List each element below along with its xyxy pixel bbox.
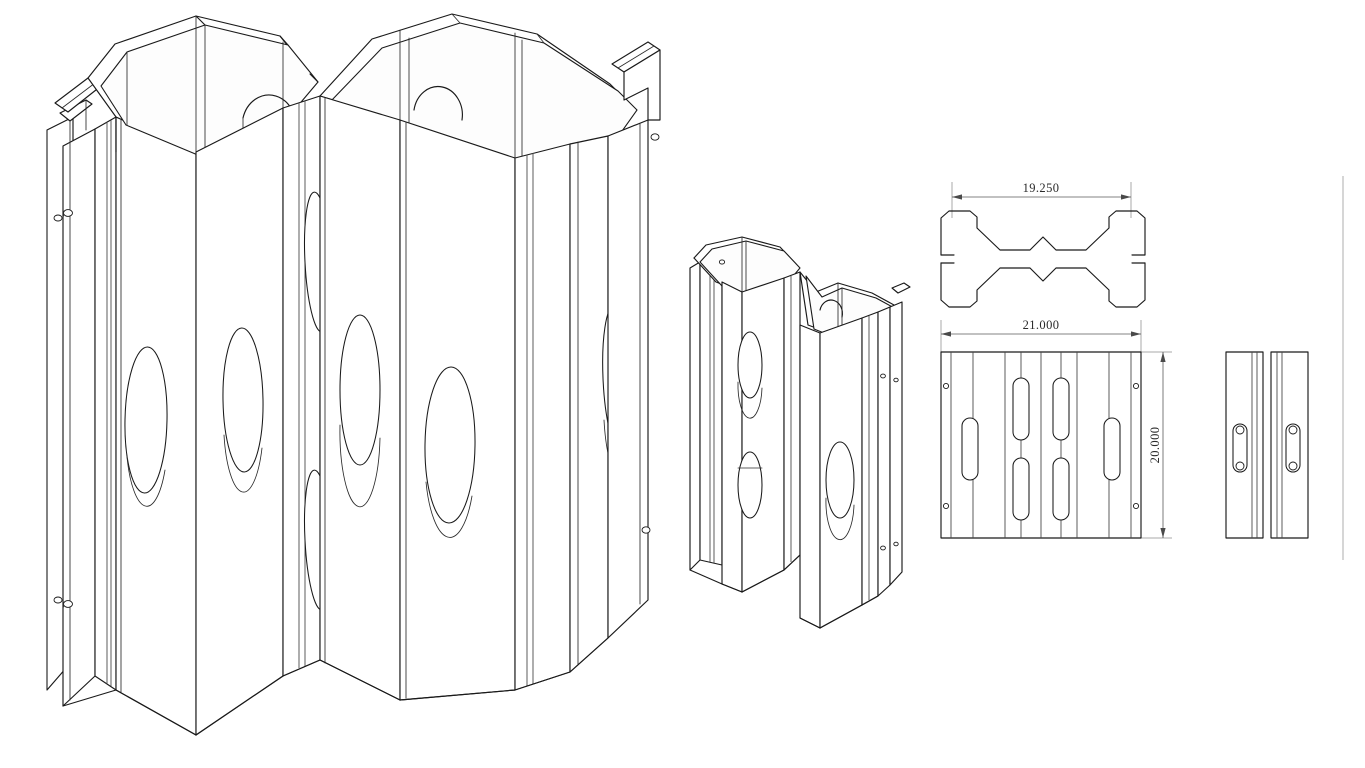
side-elevation-view — [1225, 176, 1344, 560]
plan-view: 19.250 — [940, 181, 1146, 308]
right-rear-flange — [607, 119, 660, 639]
sec-center-fold — [783, 271, 801, 571]
sec-panel-right-main — [819, 317, 863, 629]
dim-21000-label: 21.000 — [1023, 318, 1060, 332]
main-isometric-view — [46, 13, 661, 736]
sec-panel-left-main — [737, 277, 785, 593]
panel-left-narrow — [94, 116, 117, 691]
sec-right-rear-flange — [889, 282, 911, 586]
side-panel-left — [1225, 351, 1264, 539]
front-elevation-view: 21.000 20.000 — [940, 318, 1172, 539]
side-panel-right — [1270, 351, 1309, 539]
sec-bottom-edges — [689, 554, 879, 629]
sec-left-body — [699, 249, 723, 566]
profile-upper-half — [940, 210, 1146, 256]
panel-mid-right — [319, 95, 401, 701]
profile-lower-half — [940, 262, 1146, 308]
right-top-return — [611, 41, 661, 121]
sec-panel-left — [721, 281, 743, 593]
sec-right-flange — [877, 306, 891, 597]
panel-mid-left — [195, 107, 284, 736]
front-elevation-body — [940, 351, 1142, 539]
panel-right-fold — [514, 143, 571, 691]
sec-panel-right-a — [799, 324, 821, 629]
left-front-flange — [59, 99, 96, 707]
left-cell-inner-wall — [115, 41, 284, 153]
top-rim-right-cell — [319, 13, 638, 165]
inner-slot-arch-right — [413, 86, 463, 121]
dim-20000-label: 20.000 — [1148, 427, 1162, 464]
dim-20000: 20.000 — [1141, 351, 1172, 539]
front-corner-holes — [942, 382, 1140, 510]
sec-right-fold — [861, 311, 879, 606]
panel-left-main — [115, 116, 197, 736]
secondary-isometric-view — [689, 236, 911, 629]
dim-19250: 19.250 — [951, 181, 1132, 218]
panel-right-main — [399, 119, 516, 701]
sec-arch-right — [819, 299, 843, 318]
front-oval-slots — [961, 377, 1121, 521]
dim-21000: 21.000 — [940, 318, 1142, 356]
bottom-edges — [62, 637, 609, 736]
dim-19250-label: 19.250 — [1023, 181, 1060, 195]
